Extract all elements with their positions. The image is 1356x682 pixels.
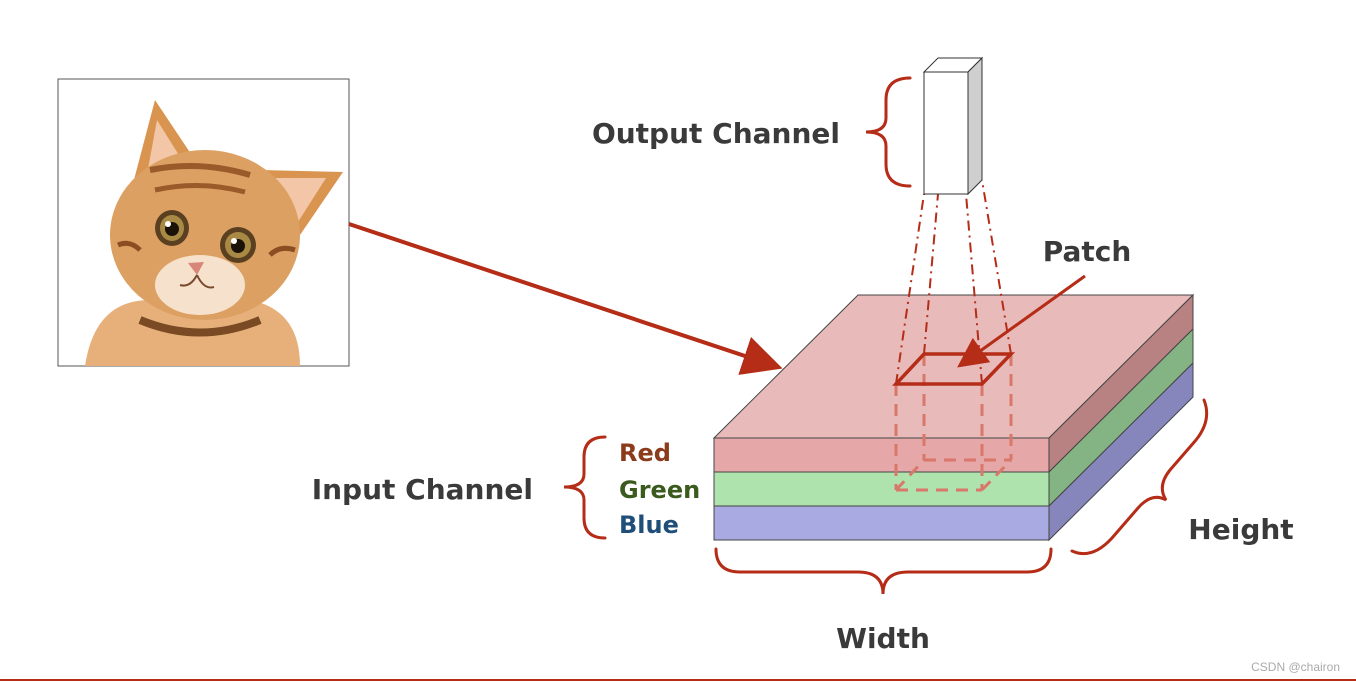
credit-text: CSDN @chairon	[1251, 660, 1340, 674]
patch-arrow	[957, 274, 1086, 368]
channel-label-green: Green	[619, 476, 700, 504]
input-channel-label: Input Channel	[312, 473, 533, 506]
input-brace	[563, 435, 607, 540]
braces	[563, 76, 1209, 595]
patch-label: Patch	[1043, 235, 1132, 268]
output-brace	[865, 76, 912, 188]
patch-region	[891, 352, 1016, 492]
width-brace	[714, 547, 1053, 595]
front-face-green	[713, 471, 1050, 507]
output-channel-column	[922, 56, 984, 196]
front-face-blue	[713, 505, 1050, 541]
output-channel-label: Output Channel	[592, 117, 840, 150]
input-arrow	[348, 222, 783, 375]
projection-lines	[895, 179, 1012, 385]
channel-label-blue: Blue	[619, 511, 679, 539]
height-label: Height	[1188, 513, 1293, 546]
input-block	[712, 293, 1195, 542]
kitten-illustration	[85, 100, 343, 366]
width-label: Width	[836, 622, 930, 655]
channel-label-red: Red	[619, 439, 671, 467]
cat-image	[57, 78, 350, 367]
height-brace	[1070, 398, 1209, 556]
front-face-red	[713, 437, 1050, 473]
